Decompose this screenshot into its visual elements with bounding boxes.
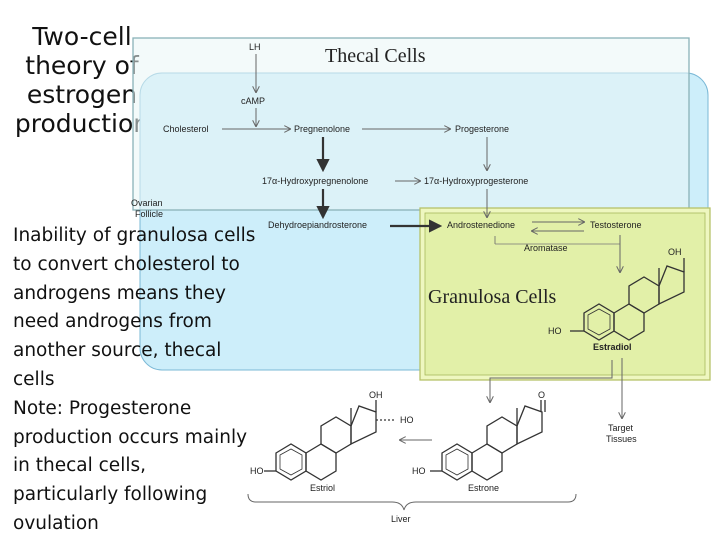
cholesterol-label: Cholesterol <box>163 124 209 134</box>
estrone-label: Estrone <box>468 483 499 493</box>
liver-label: Liver <box>391 514 411 524</box>
testosterone-label: Testosterone <box>590 220 642 230</box>
body-line: androgens means they <box>13 282 226 304</box>
body-line: need androgens from <box>13 311 212 333</box>
lh-label: LH <box>249 42 261 52</box>
granulosa-inner-box <box>424 212 706 376</box>
body-line: cells <box>13 368 55 390</box>
body-line: to convert cholesterol to <box>13 253 240 275</box>
estradiol-ho-label: HO <box>548 326 562 336</box>
estrone-ho-label: HO <box>412 466 426 476</box>
thecal-cells-title: Thecal Cells <box>325 45 426 67</box>
estradiol-oh-label: OH <box>668 247 682 257</box>
body-line: in thecal cells, <box>13 455 146 477</box>
body-line: particularly following <box>13 484 208 506</box>
estradiol-structure <box>570 258 685 341</box>
camp-label: cAMP <box>241 96 265 106</box>
estrone-oxo-label: O <box>538 390 545 400</box>
estriol-oh-label: OH <box>369 390 383 400</box>
estriol-ho-left-label: HO <box>250 466 264 476</box>
follicle-label: Follicle <box>135 209 163 219</box>
hydroxyprogesterone-label: 17α-Hydroxyprogesterone <box>424 176 528 186</box>
target-label: Target <box>608 423 634 433</box>
ovarian-label: Ovarian <box>131 198 163 208</box>
arrow-estradiol-liver <box>490 360 613 402</box>
liver-brace <box>247 493 577 511</box>
granulosa-cells-title: Granulosa Cells <box>428 286 557 308</box>
tissues-label: Tissues <box>606 434 637 444</box>
estrone-structure <box>430 400 546 481</box>
body-line: Note: Progesterone <box>13 397 192 419</box>
androstenedione-label: Androstenedione <box>447 220 515 230</box>
aromatase-label: Aromatase <box>524 243 568 253</box>
body-text: Inability of granulosa cells to convert … <box>13 222 275 539</box>
body-line: another source, thecal <box>13 340 222 362</box>
hydroxypregnenolone-label: 17α-Hydroxypregnenolone <box>262 176 368 186</box>
estriol-structure <box>264 400 396 481</box>
estradiol-label: Estradiol <box>593 342 632 352</box>
dhea-label: Dehydroepiandrosterone <box>268 220 367 230</box>
body-line: ovulation <box>13 512 99 534</box>
slide-title: Two-cell theory of estrogen production <box>14 22 150 138</box>
progesterone-label: Progesterone <box>455 124 509 134</box>
estriol-ho-right-label: HO <box>400 415 414 425</box>
body-line: production occurs mainly <box>13 426 248 448</box>
pregnenolone-label: Pregnenolone <box>294 124 350 134</box>
estriol-label: Estriol <box>310 483 335 493</box>
body-line: Inability of granulosa cells <box>13 225 256 246</box>
